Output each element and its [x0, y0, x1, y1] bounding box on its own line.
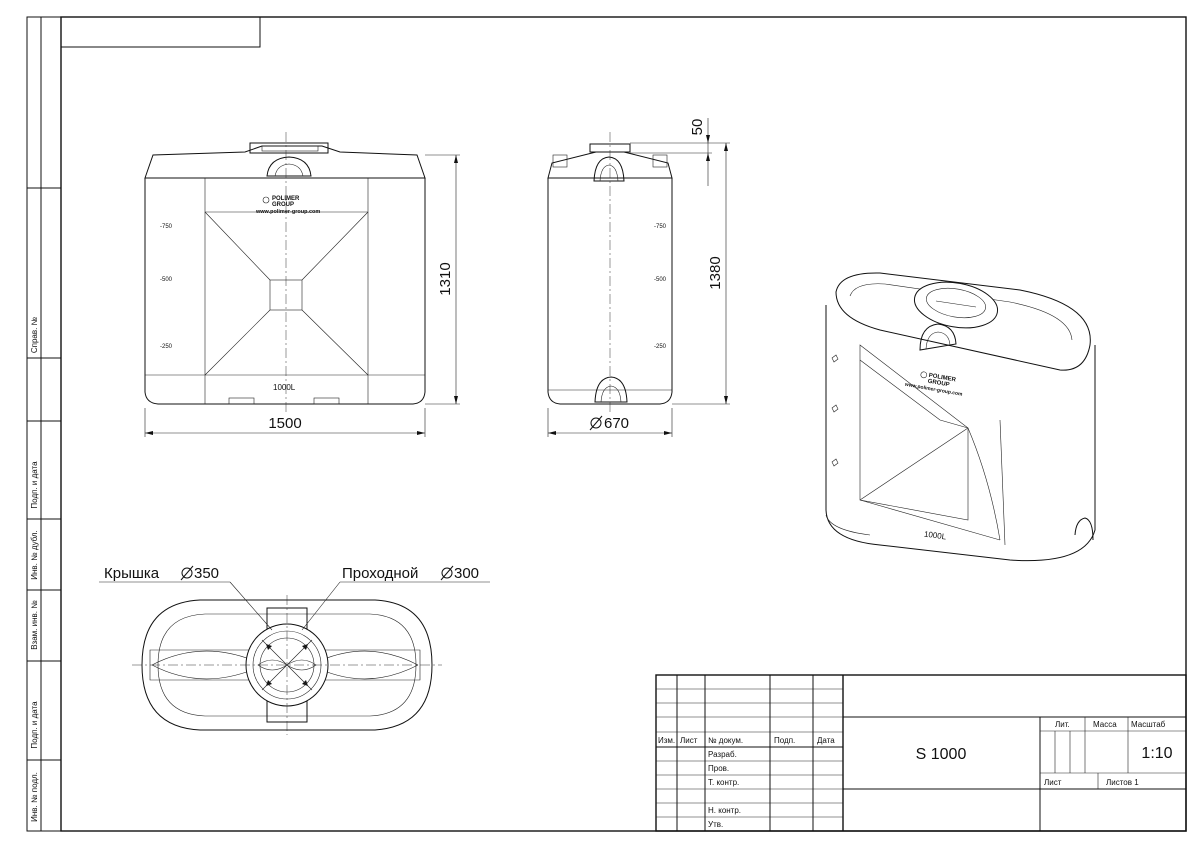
- top-lid-label: Крышка: [104, 565, 160, 582]
- front-logo-icon: [262, 196, 270, 204]
- side-height-dim: 1380: [707, 256, 724, 289]
- title-block: Изм. Лист № докум. Подп. Дата Разраб. Пр…: [655, 674, 1187, 832]
- iso-logo-icon: [920, 371, 928, 379]
- tb-col-date: Дата: [817, 736, 835, 745]
- tb-lit: Лит.: [1055, 720, 1070, 729]
- diameter-symbol-icon: [440, 565, 454, 581]
- stamp-sprav: Справ. №: [30, 316, 39, 353]
- tb-col-list: Лист: [680, 736, 698, 745]
- side-level-500: -500: [654, 277, 667, 283]
- stamp-inv-podl: Инв. № подл.: [30, 772, 39, 822]
- top-view: Крышка 350 Проходной 300: [99, 565, 490, 735]
- front-level-500: -500: [160, 277, 173, 283]
- stamp-podp-data-2: Подп. и дата: [30, 701, 39, 749]
- tb-col-doc: № докум.: [708, 736, 743, 745]
- tb-sheets: Листов 1: [1106, 778, 1139, 787]
- tb-row-tkontr: Т. контр.: [708, 778, 739, 787]
- tb-product-name: S 1000: [916, 746, 967, 763]
- sheet-frame: [26, 16, 1187, 832]
- tb-mass: Масса: [1093, 720, 1117, 729]
- front-volume: 1000L: [273, 383, 296, 392]
- iso-volume: 1000L: [923, 530, 947, 542]
- tb-scale: 1:10: [1141, 745, 1172, 762]
- tb-row-prov: Пров.: [708, 764, 729, 773]
- top-lid-dim: 350: [194, 565, 219, 582]
- stamp-inv-dubl: Инв. № дубл.: [30, 530, 39, 580]
- side-top-dim: 50: [689, 119, 706, 136]
- isometric-view: POLIMER GROUP www.polimer-group.com 1000…: [825, 272, 1096, 562]
- diameter-symbol-icon: [180, 565, 194, 581]
- side-diameter-dim: 670: [604, 415, 629, 432]
- tb-col-sign: Подп.: [774, 736, 795, 745]
- side-stamp-labels: Справ. № Подп. и дата Инв. № дубл. Взам.…: [30, 316, 39, 821]
- tb-scale-label: Масштаб: [1131, 720, 1166, 729]
- side-view: -750 -500 -250 670 1380 50: [547, 118, 730, 437]
- front-view: POLIMER GROUP www.polimer-group.com -750…: [144, 132, 460, 437]
- top-passage-label: Проходной: [342, 565, 418, 582]
- iso-logo-line1: POLIMER: [928, 373, 957, 384]
- front-website: www.polimer-group.com: [255, 209, 320, 215]
- iso-logo-line2: GROUP: [927, 379, 950, 389]
- tb-sheet: Лист: [1044, 778, 1062, 787]
- front-level-750: -750: [160, 224, 173, 230]
- front-height-dim: 1310: [437, 262, 454, 295]
- side-level-250: -250: [654, 344, 667, 350]
- front-logo-line1: POLIMER: [272, 196, 300, 202]
- tb-col-izm: Изм.: [658, 736, 675, 745]
- tb-row-utv: Утв.: [708, 820, 723, 829]
- stamp-podp-data-1: Подп. и дата: [30, 461, 39, 509]
- front-logo-line2: GROUP: [272, 202, 294, 208]
- top-passage-dim: 300: [454, 565, 479, 582]
- side-level-750: -750: [654, 224, 667, 230]
- diameter-symbol-icon: [589, 415, 603, 431]
- front-level-250: -250: [160, 344, 173, 350]
- tb-row-razrab: Разраб.: [708, 750, 737, 759]
- front-width-dim: 1500: [268, 415, 301, 432]
- tb-row-nkontr: Н. контр.: [708, 806, 741, 815]
- stamp-vzam-inv: Взам. инв. №: [30, 600, 39, 650]
